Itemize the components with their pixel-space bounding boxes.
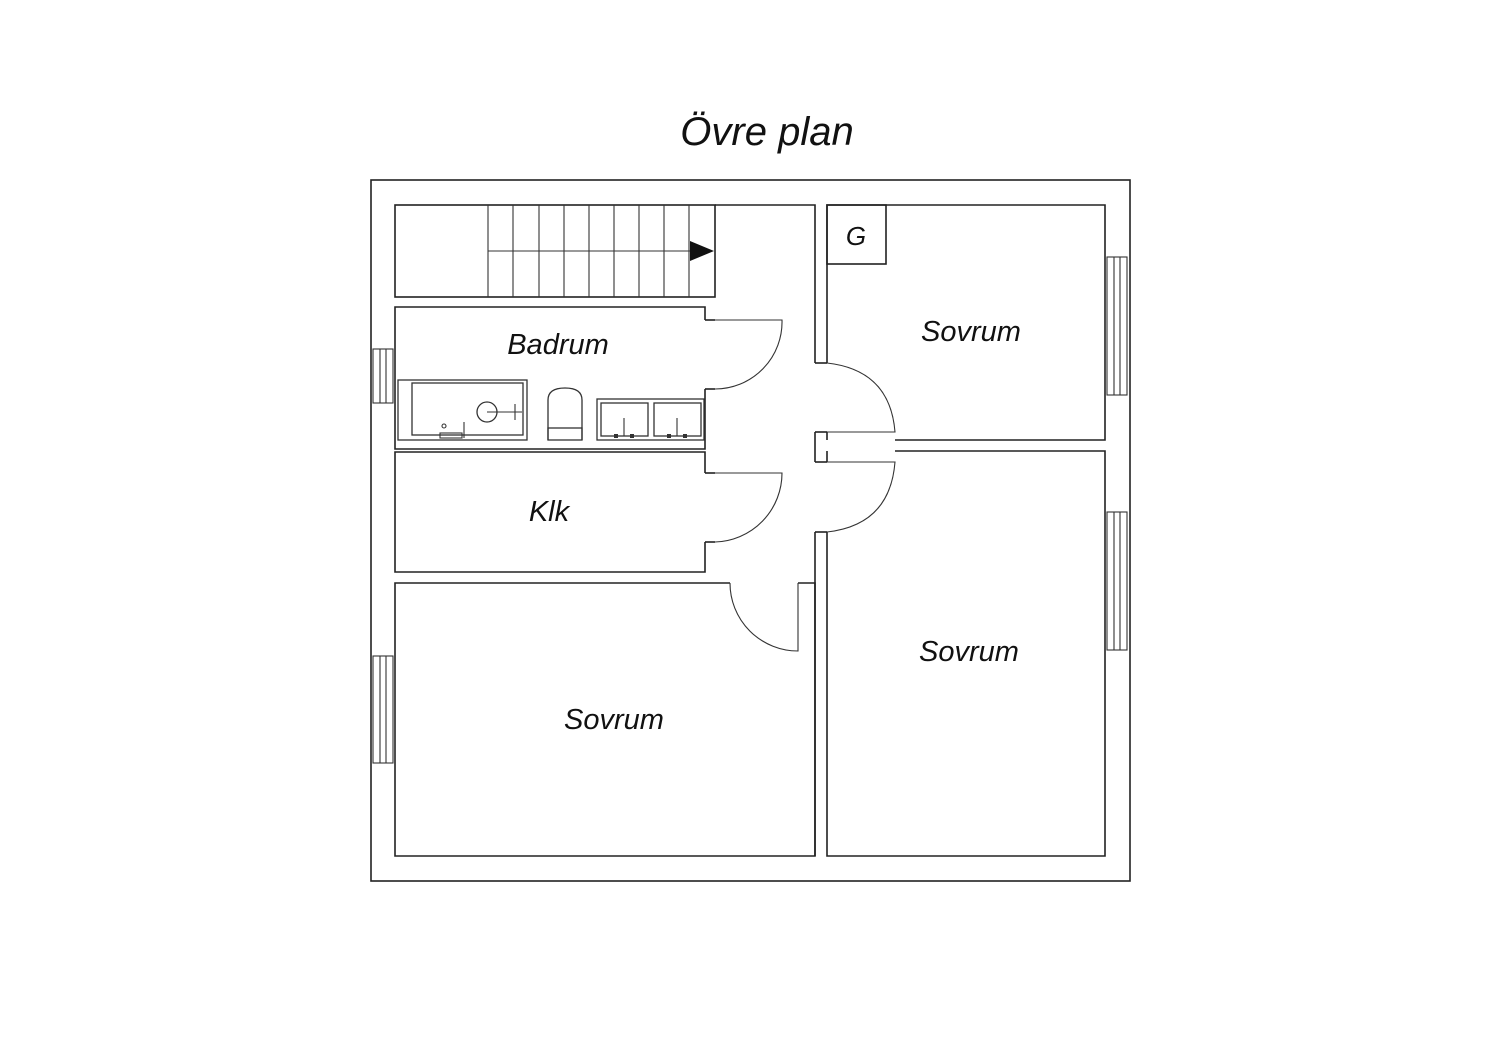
exterior-wall — [370, 179, 1131, 882]
room-label-klk: Klk — [529, 496, 571, 528]
toilet-icon — [547, 387, 583, 441]
window — [1106, 511, 1128, 651]
room-label-sovrum-bottom-right: Sovrum — [919, 636, 1019, 668]
bedroom-bottom-right-door — [826, 461, 896, 533]
sink-icon — [596, 398, 705, 441]
window — [372, 348, 394, 404]
closet-g — [826, 204, 887, 265]
room-label-sovrum-bottom-left: Sovrum — [564, 704, 664, 736]
bedroom-top-right-door — [826, 362, 896, 433]
stair-arrow-icon — [690, 241, 714, 261]
bathroom: Badrum — [394, 306, 783, 450]
klk-door — [714, 472, 783, 543]
bathtub-icon — [397, 379, 528, 441]
bedroom-bottom-left-door — [729, 582, 799, 652]
staircase — [394, 204, 716, 298]
closet-klk: Klk — [394, 451, 783, 573]
bathroom-door — [714, 319, 783, 390]
room-label-g: G — [846, 221, 866, 251]
hallway — [715, 204, 816, 856]
bedroom-bottom-left: Sovrum — [394, 582, 816, 857]
window — [1106, 256, 1128, 396]
plan-title: Övre plan — [680, 110, 853, 154]
bedroom-top-right: G Sovrum — [815, 204, 1106, 441]
bedroom-bottom-right: Sovrum — [815, 450, 1106, 857]
room-label-sovrum-top-right: Sovrum — [921, 316, 1021, 348]
window — [372, 655, 394, 764]
room-label-badrum: Badrum — [507, 329, 609, 361]
